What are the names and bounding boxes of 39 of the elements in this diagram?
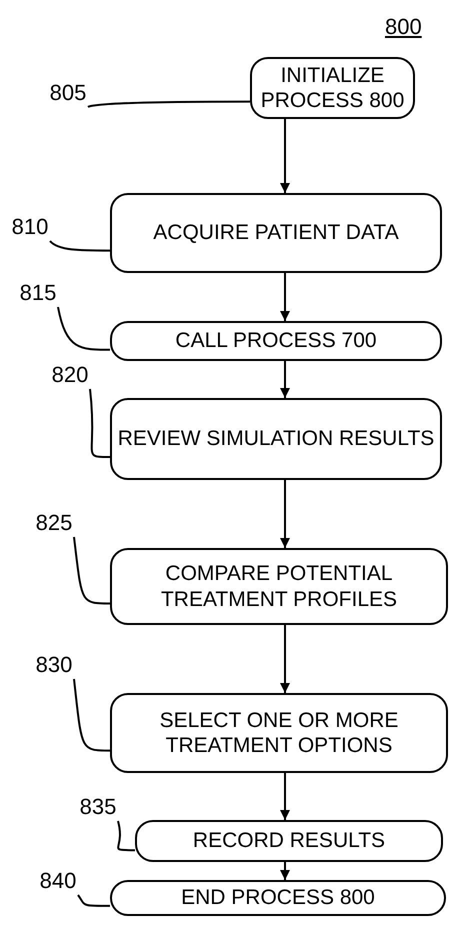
step-label: COMPARE POTENTIAL TREATMENT PROFILES bbox=[160, 561, 398, 612]
callout-number: 805 bbox=[50, 80, 86, 106]
process-box bbox=[110, 880, 446, 916]
process-box bbox=[110, 193, 442, 273]
process-box bbox=[110, 693, 448, 773]
arrow bbox=[280, 273, 290, 321]
arrow bbox=[280, 862, 290, 880]
figure-number: 800 bbox=[385, 14, 422, 40]
callout-number: 830 bbox=[36, 652, 72, 678]
leader-line bbox=[77, 894, 110, 907]
step-label: SELECT ONE OR MORE TREATMENT OPTIONS bbox=[158, 708, 400, 758]
step-label: END PROCESS 800 bbox=[181, 885, 375, 911]
callout-number: 815 bbox=[20, 280, 56, 306]
arrow bbox=[280, 119, 290, 193]
arrow bbox=[280, 773, 290, 820]
leader-line bbox=[73, 536, 110, 604]
leader-line bbox=[57, 306, 110, 351]
callout-number: 840 bbox=[40, 868, 76, 894]
arrow bbox=[280, 480, 290, 548]
step-label: REVIEW SIMULATION RESULTS bbox=[118, 426, 434, 452]
callout-number: 825 bbox=[36, 510, 72, 536]
leader-line bbox=[88, 100, 250, 108]
callout-number: 810 bbox=[12, 214, 48, 240]
callout-number: 835 bbox=[80, 794, 116, 820]
process-box bbox=[135, 820, 443, 862]
process-box bbox=[110, 398, 442, 480]
arrow bbox=[280, 361, 290, 398]
step-label: RECORD RESULTS bbox=[192, 828, 386, 854]
leader-line bbox=[73, 678, 110, 752]
leader-line bbox=[49, 240, 110, 252]
leader-line bbox=[89, 388, 110, 458]
arrow bbox=[280, 625, 290, 693]
process-box bbox=[110, 548, 448, 625]
process-box bbox=[110, 321, 442, 361]
step-label: ACQUIRE PATIENT DATA bbox=[153, 220, 399, 246]
callout-number: 820 bbox=[52, 362, 88, 388]
step-label: INITIALIZE PROCESS 800 bbox=[260, 62, 406, 114]
step-label: CALL PROCESS 700 bbox=[175, 328, 377, 354]
process-box bbox=[250, 57, 415, 119]
